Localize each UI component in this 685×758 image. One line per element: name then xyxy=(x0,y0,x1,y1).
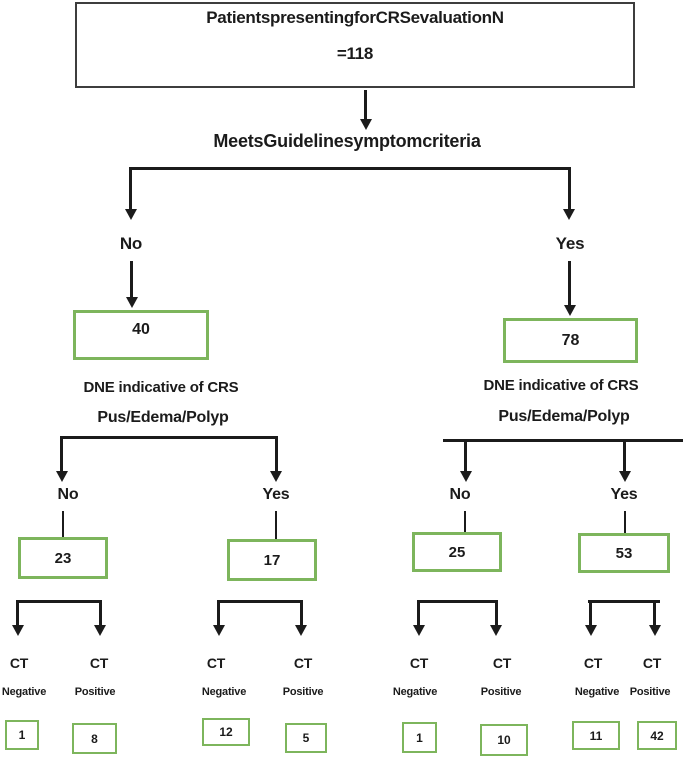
ct-label: CT xyxy=(293,655,313,671)
ct-result-label: Negative xyxy=(574,686,620,698)
left-subtree-yes-label: Yes xyxy=(262,486,290,503)
criteria-label-right: Pus/Edema/Polyp xyxy=(498,408,630,425)
ct-label: CT xyxy=(409,655,429,671)
ct-branch-drop-line xyxy=(589,600,592,627)
ct-branch-connector-1 xyxy=(16,600,102,627)
ct-branch-connector-4 xyxy=(588,600,660,603)
count-box-left-yes: 17 xyxy=(227,539,317,581)
ct-result-label: Positive xyxy=(629,686,671,698)
count-box-ct: 5 xyxy=(285,723,327,753)
arrowhead-down-icon xyxy=(490,625,502,636)
ct-branch-connector-2 xyxy=(217,600,303,627)
right-subtree-yes-drop-line xyxy=(623,439,626,472)
count-box-ct: 8 xyxy=(72,723,117,754)
arrowhead-down-icon xyxy=(270,471,282,482)
arrowhead-down-icon xyxy=(585,625,597,636)
count-box-ct: 42 xyxy=(637,721,677,750)
arrowhead-down-icon xyxy=(619,471,631,482)
ct-result-label: Positive xyxy=(282,686,324,698)
connector-line xyxy=(275,511,277,539)
right-subtree-no-label: No xyxy=(449,486,471,503)
ct-result-label: Positive xyxy=(480,686,522,698)
level1-no-connector-line xyxy=(130,261,133,298)
level1-yes-label: Yes xyxy=(555,234,585,253)
count-box-right-yes: 53 xyxy=(578,533,670,573)
arrowhead-down-icon xyxy=(649,625,661,636)
dne-label-right: DNE indicative of CRS xyxy=(483,377,639,394)
count-box-ct: 10 xyxy=(480,724,528,756)
left-subtree-no-label: No xyxy=(57,486,79,503)
arrowhead-down-icon xyxy=(126,297,138,308)
root-connector-line xyxy=(364,90,367,120)
ct-label: CT xyxy=(492,655,512,671)
decision-symptom-criteria-label: MeetsGuidelinesymptomcriteria xyxy=(213,131,481,151)
ct-branch-connector-3 xyxy=(417,600,498,627)
right-subtree-yes-label: Yes xyxy=(610,486,638,503)
connector-line xyxy=(464,511,466,532)
count-box-ct: 1 xyxy=(5,720,39,750)
dne-label-left: DNE indicative of CRS xyxy=(83,379,239,396)
connector-line xyxy=(624,511,626,533)
ct-branch-drop-line xyxy=(653,600,656,627)
arrowhead-down-icon xyxy=(360,119,372,130)
arrowhead-down-icon xyxy=(94,625,106,636)
ct-result-label: Negative xyxy=(201,686,247,698)
criteria-label-left: Pus/Edema/Polyp xyxy=(97,409,229,426)
count-box-ct: 12 xyxy=(202,718,250,746)
ct-label: CT xyxy=(642,655,662,671)
right-subtree-no-drop-line xyxy=(464,439,467,472)
ct-result-label: Negative xyxy=(1,686,47,698)
count-box-level1-yes: 78 xyxy=(503,318,638,363)
left-subtree-branch-connector xyxy=(60,436,278,473)
count-box-ct: 1 xyxy=(402,722,437,753)
count-box-level1-no: 40 xyxy=(73,310,209,360)
level1-branch-connector xyxy=(129,167,571,210)
arrowhead-down-icon xyxy=(213,625,225,636)
level1-yes-connector-line xyxy=(568,261,571,306)
count-box-right-no: 25 xyxy=(412,532,502,572)
arrowhead-down-icon xyxy=(56,471,68,482)
ct-label: CT xyxy=(9,655,29,671)
ct-label: CT xyxy=(206,655,226,671)
title-box: PatientspresentingforCRSevaluationN =118 xyxy=(75,2,635,88)
count-box-ct: 11 xyxy=(572,721,620,750)
ct-result-label: Positive xyxy=(74,686,116,698)
connector-line xyxy=(62,511,64,537)
arrowhead-down-icon xyxy=(295,625,307,636)
arrowhead-down-icon xyxy=(125,209,137,220)
arrowhead-down-icon xyxy=(460,471,472,482)
right-subtree-branch-line xyxy=(443,439,683,442)
level1-no-label: No xyxy=(119,234,143,253)
title-line-1: PatientspresentingforCRSevaluationN xyxy=(206,8,504,27)
ct-label: CT xyxy=(583,655,603,671)
arrowhead-down-icon xyxy=(413,625,425,636)
arrowhead-down-icon xyxy=(563,209,575,220)
count-box-left-no: 23 xyxy=(18,537,108,579)
arrowhead-down-icon xyxy=(564,305,576,316)
ct-label: CT xyxy=(89,655,109,671)
title-line-2: =118 xyxy=(336,44,374,63)
ct-result-label: Negative xyxy=(392,686,438,698)
arrowhead-down-icon xyxy=(12,625,24,636)
